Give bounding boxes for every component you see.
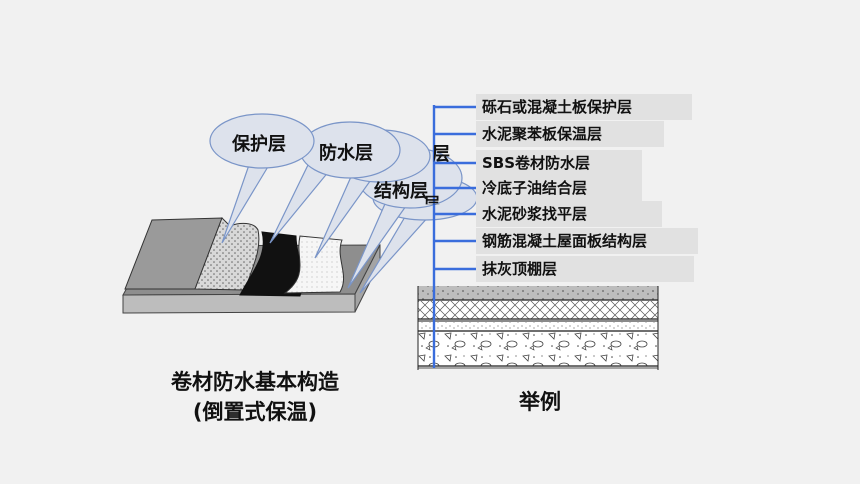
right-caption: 举例 — [519, 390, 561, 414]
layer-label-7: 抹灰顶棚层 — [476, 256, 694, 282]
layered-roof-illustration — [122, 113, 478, 314]
layer-label-5: 水泥砂浆找平层 — [476, 201, 662, 227]
layer-label-4: 冷底子油结合层 — [476, 175, 642, 201]
bubble-fragment-2: 层 — [424, 194, 441, 213]
bubble-label-protection: 保护层 — [232, 134, 286, 155]
leveling-layer — [283, 235, 345, 294]
bubble-label-waterproof: 防水层 — [319, 143, 373, 164]
slab-front — [122, 293, 356, 314]
concrete-band — [418, 332, 658, 366]
bubble-label-structure: 结构层 — [374, 181, 428, 202]
layer-label-1: 砾石或混凝土板保护层 — [476, 94, 692, 120]
section-drawing — [417, 105, 659, 370]
cross-band — [418, 301, 658, 319]
bubble-protection — [209, 113, 315, 244]
left-caption-line2: (倒置式保温) — [192, 400, 318, 424]
leader-lines — [432, 105, 476, 368]
left-caption-line1: 卷材防水基本构造 — [171, 370, 339, 394]
sand-band — [418, 322, 658, 330]
layer-label-2: 水泥聚苯板保温层 — [476, 121, 664, 147]
gravel-band — [418, 286, 658, 300]
layer-label-6: 钢筋混凝土屋面板结构层 — [476, 228, 698, 254]
bubble-fragment-1: 找平层 — [434, 140, 450, 166]
layer-label-3: SBS卷材防水层 — [476, 150, 642, 176]
insulation-layer — [194, 217, 260, 291]
